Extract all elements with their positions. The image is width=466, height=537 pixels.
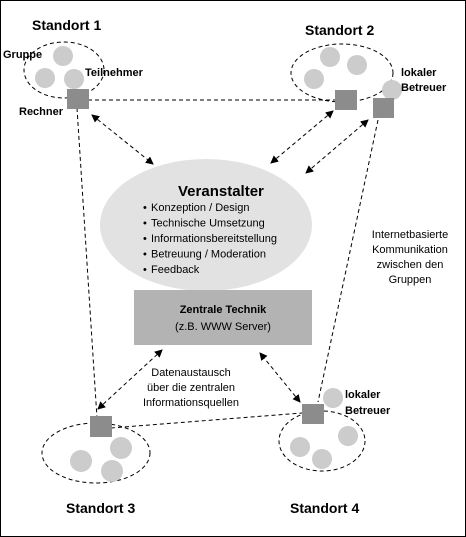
- person-icon: [290, 437, 310, 457]
- arrow-s3-tech: [97, 349, 163, 410]
- person-icon: [304, 69, 324, 89]
- site-title-4: Standort 4: [290, 500, 359, 516]
- label-lokaler-s4: lokaler: [345, 389, 381, 401]
- person-icon: [64, 69, 84, 89]
- note-internet-line: Gruppen: [389, 274, 432, 286]
- organizer-item: Betreuung / Moderation: [151, 249, 266, 261]
- arrow-s2-organizer: [270, 110, 334, 164]
- label-rechner: Rechner: [19, 106, 64, 118]
- organizer-ellipse: [100, 159, 312, 291]
- bullet-icon: •: [143, 202, 147, 214]
- organizer-items: • Konzeption / Design • Technische Umsetzun…: [143, 202, 277, 276]
- group-ellipse-s4: [278, 410, 366, 472]
- site-title-1: Standort 1: [32, 17, 101, 33]
- arrow-s4-tech: [259, 352, 301, 403]
- person-icon: [320, 47, 340, 67]
- site-title-3: Standort 3: [66, 500, 135, 516]
- label-betreuer-s4: Betreuer: [345, 405, 391, 417]
- tech-title: Zentrale Technik: [180, 304, 267, 316]
- person-icon: [70, 450, 92, 472]
- computers: [67, 89, 394, 437]
- bullet-icon: •: [143, 249, 147, 261]
- note-data-line: über die zentralen: [147, 382, 235, 394]
- note-internet-line: zwischen den: [377, 259, 444, 271]
- participants: [35, 46, 402, 482]
- computer-icon: [67, 89, 89, 109]
- group-ellipse-s3: [41, 422, 151, 484]
- person-icon: [53, 46, 73, 66]
- link-s2-s4: [317, 119, 379, 403]
- label-gruppe: Gruppe: [3, 49, 42, 61]
- organizer-item: Technische Umsetzung: [151, 218, 265, 230]
- organizer-item: Konzeption / Design: [151, 202, 249, 214]
- label-betreuer-s2: Betreuer: [401, 82, 447, 94]
- label-lokaler-s2: lokaler: [401, 67, 437, 79]
- person-icon: [347, 55, 367, 75]
- organizer-item: Informationsbereitstellung: [151, 233, 277, 245]
- note-data: Datenaustausch über die zentralenInformat…: [143, 367, 239, 409]
- link-s1-s3: [76, 107, 98, 419]
- group-ellipse-s1: [23, 41, 105, 99]
- computer-icon: [302, 404, 324, 424]
- arrow-s1-organizer: [91, 114, 154, 165]
- tech-subtitle: (z.B. WWW Server): [175, 321, 271, 333]
- note-internet-line: Kommunikation: [372, 244, 448, 256]
- organizer-arrows: [91, 110, 369, 410]
- note-data-line: Informationsquellen: [143, 397, 239, 409]
- person-icon: [312, 449, 332, 469]
- note-data-line: Datenaustausch: [151, 367, 231, 379]
- note-internet-line: Internetbasierte: [372, 229, 448, 241]
- person-icon: [35, 68, 55, 88]
- link-s3-s4: [110, 412, 303, 429]
- person-icon: [382, 80, 402, 100]
- organizer-title: Veranstalter: [178, 183, 264, 200]
- label-teilnehmer: Teilnehmer: [85, 67, 144, 79]
- person-icon: [323, 388, 343, 408]
- person-icon: [101, 460, 123, 482]
- site-links: [76, 99, 379, 429]
- bullet-icon: •: [143, 218, 147, 230]
- central-tech-box: [134, 290, 312, 345]
- person-icon: [110, 437, 132, 459]
- person-icon: [338, 426, 358, 446]
- organizer-item: Feedback: [151, 264, 200, 276]
- site-title-2: Standort 2: [305, 22, 374, 38]
- computer-icon: [373, 98, 394, 118]
- arrow-s2b-organizer: [305, 119, 369, 174]
- computer-icon: [90, 416, 112, 437]
- bullet-icon: •: [143, 264, 147, 276]
- computer-icon: [335, 90, 357, 110]
- bullet-icon: •: [143, 233, 147, 245]
